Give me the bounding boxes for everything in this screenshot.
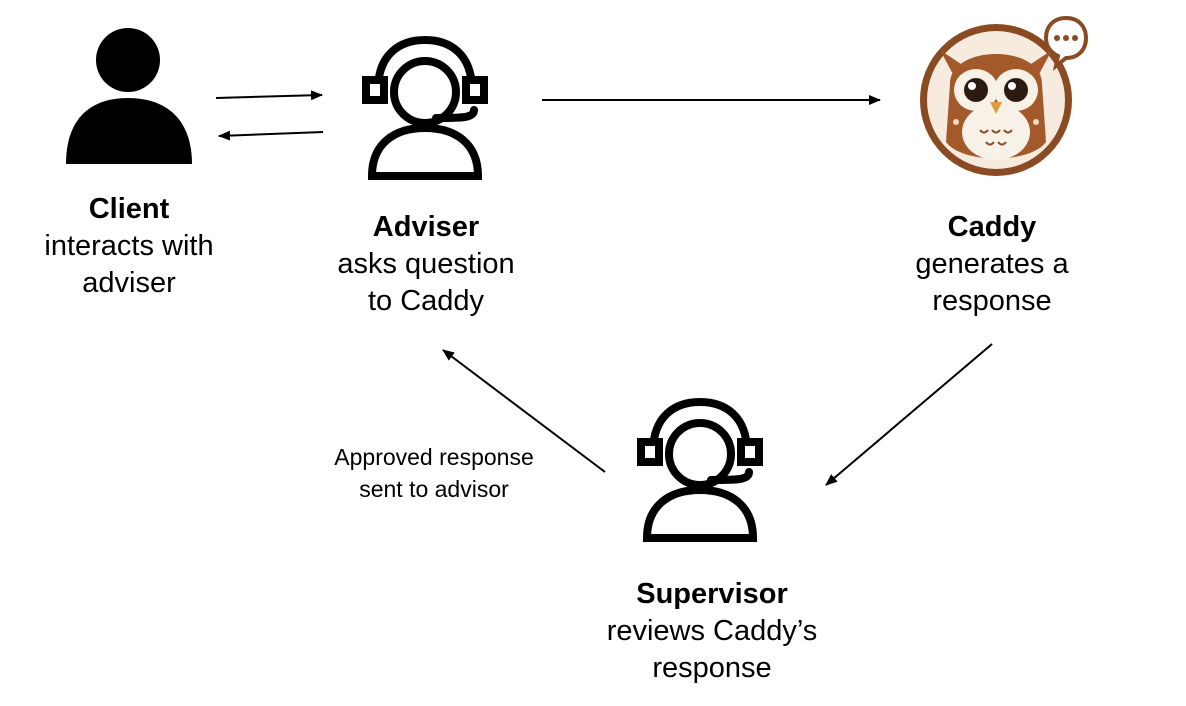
owl-chat-icon <box>920 15 1088 176</box>
supervisor-desc-line1: reviews Caddy’s <box>606 615 818 647</box>
supervisor-desc-line2: response <box>652 652 772 684</box>
arrow-supervisor-to-adviser <box>442 349 606 473</box>
caddy-desc-line2: response <box>932 285 1052 317</box>
approved-response-line2: sent to advisor <box>359 476 509 502</box>
adviser-desc-line1: asks question <box>337 248 515 280</box>
supervisor-label: Supervisor reviews Caddy’s response <box>582 576 842 687</box>
headset-agent-icon <box>637 398 763 542</box>
approved-response-label: Approved response sent to advisor <box>304 441 564 505</box>
client-desc-line2: adviser <box>82 267 176 299</box>
adviser-desc-line2: to Caddy <box>367 285 485 317</box>
arrow-client-to-adviser <box>215 90 323 101</box>
caddy-desc-line1: generates a <box>915 248 1069 280</box>
client-desc-line1: interacts with <box>44 230 214 262</box>
headset-agent-icon <box>362 36 488 180</box>
adviser-label: Adviser asks question to Caddy <box>316 209 536 320</box>
caddy-label: Caddy generates a response <box>892 209 1092 320</box>
client-label: Client interacts with adviser <box>24 191 234 302</box>
arrow-caddy-to-supervisor <box>825 343 993 486</box>
arrow-adviser-to-client <box>218 130 324 141</box>
person-icon <box>66 28 192 164</box>
caddy-name: Caddy <box>947 211 1037 243</box>
supervisor-name: Supervisor <box>636 578 788 610</box>
adviser-name: Adviser <box>372 211 480 243</box>
approved-response-line1: Approved response <box>334 444 534 470</box>
client-name: Client <box>88 193 170 225</box>
